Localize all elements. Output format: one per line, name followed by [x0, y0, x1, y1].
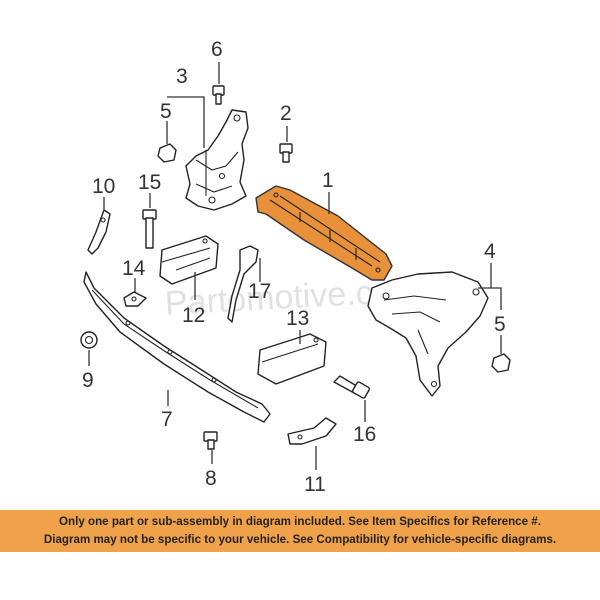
part-14-clip-plate	[123, 291, 147, 307]
part-11-lower-bracket	[287, 417, 337, 445]
callout-12: 12	[182, 304, 205, 327]
part-7-bumper-reinforcement	[83, 271, 271, 423]
part-15-bolt	[142, 209, 157, 249]
part-6-bolt	[212, 85, 225, 105]
callout-17: 17	[248, 280, 271, 303]
part-12-guide-bracket	[159, 235, 219, 285]
leader-lines	[88, 62, 502, 470]
callout-6: 6	[211, 38, 223, 61]
disclaimer-banner: Only one part or sub-assembly in diagram…	[0, 510, 600, 552]
callout-4: 4	[484, 240, 496, 263]
part-5-nut-left	[157, 143, 177, 163]
callout-16: 16	[353, 423, 376, 446]
callout-7: 7	[161, 408, 173, 431]
part-9-clip	[80, 331, 98, 349]
part-3-left-bracket	[185, 109, 249, 211]
part-17-hood-stay	[227, 245, 259, 323]
callout-5-left: 5	[160, 100, 172, 123]
callout-10: 10	[92, 175, 115, 198]
disclaimer-line-1: Only one part or sub-assembly in diagram…	[59, 515, 541, 528]
disclaimer-line-2: Diagram may not be specific to your vehi…	[43, 533, 557, 546]
part-10-side-bracket	[87, 209, 111, 255]
callout-11: 11	[304, 473, 326, 496]
part-1-upper-tie-bar	[255, 185, 393, 281]
callout-14: 14	[122, 257, 146, 280]
part-2-bolt	[279, 143, 293, 163]
callout-1: 1	[322, 169, 334, 192]
callout-labels: 6 3 5 2 1 10 15 4 14 17 12 13 5 9 7 16 8…	[82, 38, 506, 496]
callout-8: 8	[205, 467, 217, 490]
callout-3: 3	[176, 65, 188, 88]
part-8-bolt	[203, 431, 218, 450]
part-16-bolt	[333, 375, 371, 399]
part-5-nut-right	[491, 353, 511, 373]
part-13-center-bracket	[257, 333, 327, 385]
callout-13: 13	[286, 307, 309, 330]
part-4-right-bracket	[367, 271, 489, 397]
callout-9: 9	[82, 369, 94, 392]
callout-5-right: 5	[494, 313, 506, 336]
callout-2: 2	[280, 102, 292, 125]
callout-15: 15	[138, 171, 161, 194]
